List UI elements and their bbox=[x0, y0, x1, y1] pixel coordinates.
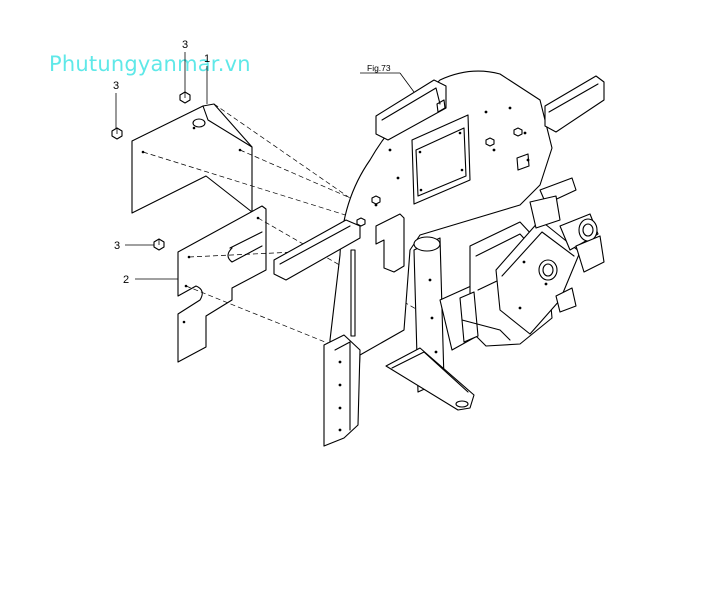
callout-3b-label: 3 bbox=[113, 80, 119, 92]
callout-1-label: 1 bbox=[204, 53, 210, 65]
bolt-3a bbox=[179, 91, 191, 104]
main-frame-assembly bbox=[273, 70, 605, 447]
watermark-text: Phutungyanmar.vn bbox=[49, 52, 251, 76]
bolt-3c bbox=[153, 238, 165, 251]
cover-plate-part-2 bbox=[177, 205, 267, 363]
callout-3c-label: 3 bbox=[114, 240, 120, 252]
figure-reference: Fig.73 bbox=[367, 63, 391, 73]
callout-3a-label: 3 bbox=[182, 39, 188, 51]
cover-plate-part-1 bbox=[131, 103, 253, 214]
callout-2-label: 2 bbox=[123, 274, 129, 286]
leader-lines bbox=[115, 52, 415, 280]
bolt-3b bbox=[111, 127, 123, 140]
